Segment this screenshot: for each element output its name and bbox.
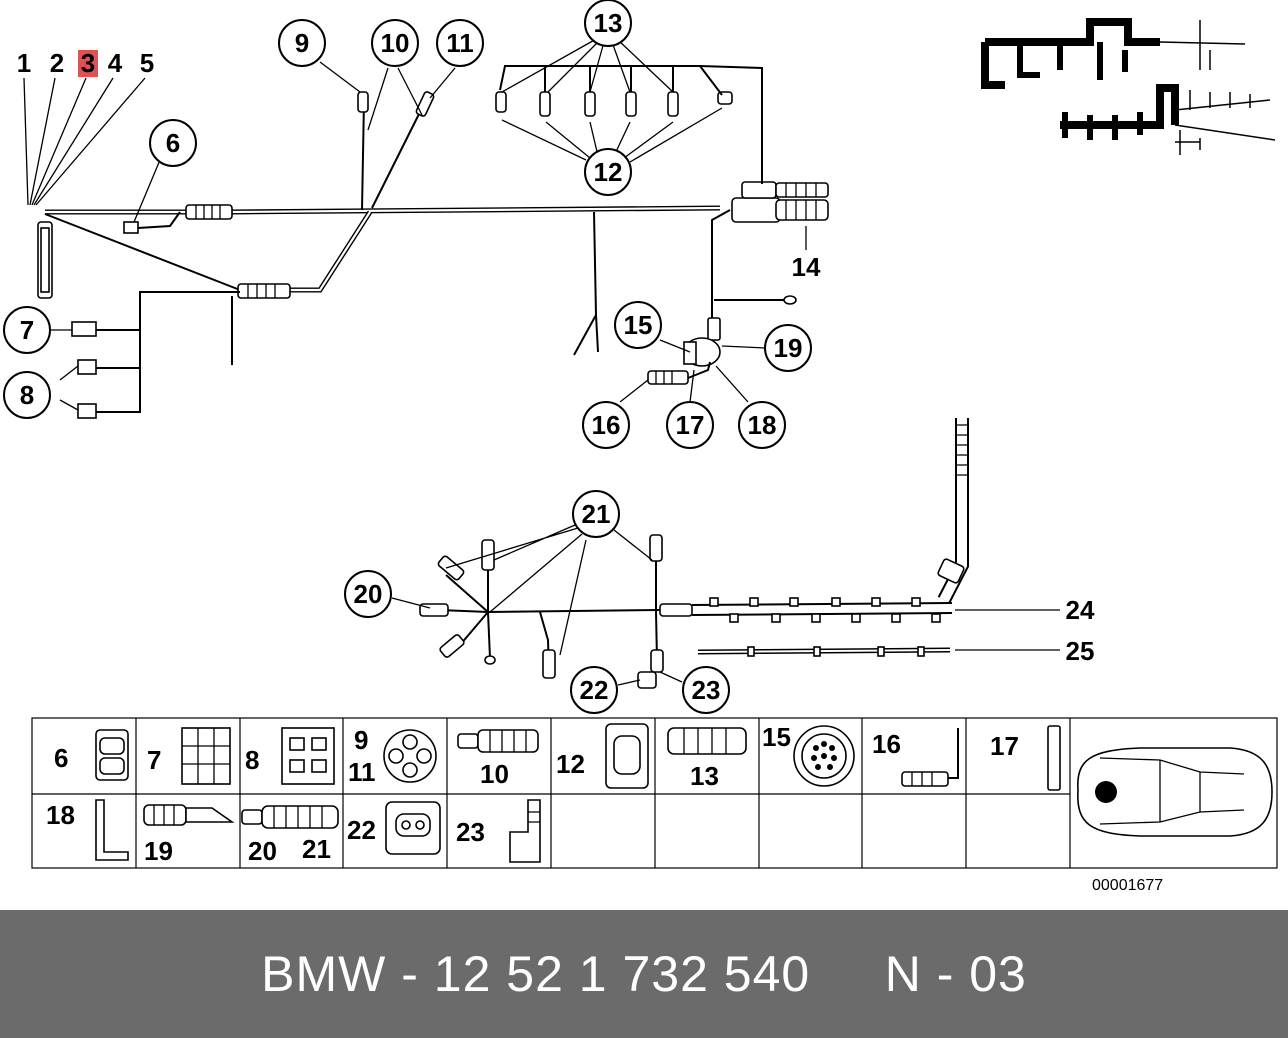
table-cell-15[interactable]: 15 [762, 722, 791, 752]
table-cell-10[interactable]: 10 [480, 759, 509, 789]
svg-text:20: 20 [354, 579, 383, 609]
car-location-icon [1077, 747, 1273, 837]
callout-14[interactable]: 14 [792, 252, 821, 282]
svg-text:23: 23 [692, 675, 721, 705]
callout-7[interactable]: 7 [3, 306, 51, 354]
table-cell-18[interactable]: 18 [46, 800, 75, 830]
part-number-4[interactable]: 4 [108, 48, 123, 78]
table-cell-19[interactable]: 19 [144, 836, 173, 866]
part-icon-13 [667, 727, 747, 755]
svg-text:21: 21 [582, 499, 611, 529]
table-cell-12[interactable]: 12 [556, 749, 585, 779]
table-cell-11[interactable]: 11 [348, 757, 376, 787]
footer-text: BMW - 12 52 1 732 540 N - 03 [261, 946, 1027, 1002]
callout-21[interactable]: 21 [572, 490, 620, 538]
part-icon-6 [95, 729, 129, 781]
svg-text:7: 7 [20, 315, 34, 345]
svg-text:8: 8 [20, 380, 34, 410]
table-cell-20[interactable]: 20 [248, 836, 277, 866]
part-icon-18 [95, 799, 129, 861]
callout-13[interactable]: 13 [584, 0, 632, 47]
table-cell-8[interactable]: 8 [245, 745, 259, 775]
part-number-footer: BMW - 12 52 1 732 540 N - 03 [0, 910, 1288, 1038]
part-icon-7 [181, 727, 231, 785]
main-harness [37, 65, 829, 419]
svg-text:17: 17 [676, 410, 705, 440]
callout-19[interactable]: 19 [764, 324, 812, 372]
table-cell-13[interactable]: 13 [690, 761, 719, 791]
svg-text:9: 9 [295, 28, 309, 58]
harness-overview-thumbnail [981, 18, 1276, 155]
callout-22[interactable]: 22 [570, 666, 618, 714]
part-icon-22 [385, 801, 441, 855]
svg-text:18: 18 [748, 410, 777, 440]
callout-24[interactable]: 24 [1066, 595, 1095, 625]
part-icon-17 [1047, 725, 1061, 791]
footer-brand: BMW [261, 946, 387, 1002]
document-number: 00001677 [1092, 877, 1163, 894]
callout-15[interactable]: 15 [614, 301, 662, 349]
part-icon-23 [509, 799, 541, 863]
part-icon-20-21 [241, 805, 339, 829]
svg-text:10: 10 [381, 28, 410, 58]
callout-17[interactable]: 17 [666, 401, 714, 449]
table-cell-22[interactable]: 22 [347, 815, 376, 845]
callout-11[interactable]: 11 [436, 19, 484, 67]
svg-text:15: 15 [624, 310, 653, 340]
table-cell-7[interactable]: 7 [147, 745, 161, 775]
svg-text:12: 12 [594, 157, 623, 187]
svg-text:11: 11 [446, 28, 474, 58]
table-cell-16[interactable]: 16 [872, 729, 901, 759]
part-icon-10 [457, 729, 539, 753]
lower-leaders [391, 524, 1060, 686]
part-icon-16 [901, 728, 959, 787]
callout-25[interactable]: 25 [1066, 636, 1095, 666]
svg-text:19: 19 [774, 333, 803, 363]
highlight-box [78, 50, 98, 77]
table-cell-17[interactable]: 17 [990, 731, 1019, 761]
parts-table: 6 7 8 9 11 10 12 13 15 16 17 18 19 20 21… [31, 717, 1278, 869]
part-number-3-highlighted[interactable]: 3 [81, 48, 95, 78]
table-cell-23[interactable]: 23 [456, 817, 485, 847]
svg-text:13: 13 [594, 8, 623, 38]
table-cell-9[interactable]: 9 [354, 725, 368, 755]
footer-code: N - 03 [884, 946, 1027, 1002]
callout-23[interactable]: 23 [682, 666, 730, 714]
svg-text:16: 16 [592, 410, 621, 440]
part-icon-15 [793, 725, 855, 787]
callout-8[interactable]: 8 [3, 371, 51, 419]
top-numbers: 1 2 3 4 5 [17, 48, 154, 206]
callout-18[interactable]: 18 [738, 401, 786, 449]
lower-harness [419, 418, 969, 689]
footer-part-number: 12 52 1 732 540 [433, 946, 811, 1002]
callouts: 6 7 8 9 10 11 13 12 14 15 19 16 17 18 21… [3, 0, 1095, 714]
part-icon-8 [281, 727, 335, 785]
table-cell-6[interactable]: 6 [54, 743, 68, 773]
main-leaders [44, 37, 807, 411]
table-cell-21[interactable]: 21 [302, 834, 331, 864]
part-number-1[interactable]: 1 [17, 48, 31, 78]
part-icon-19 [143, 804, 235, 826]
callout-9[interactable]: 9 [278, 19, 326, 67]
svg-text:22: 22 [580, 675, 609, 705]
svg-text:6: 6 [166, 128, 180, 158]
callout-10[interactable]: 10 [371, 19, 419, 67]
callout-20[interactable]: 20 [344, 570, 392, 618]
callout-16[interactable]: 16 [582, 401, 630, 449]
wiring-harness-diagram: 1 2 3 4 5 [3, 0, 1278, 894]
part-icon-12 [605, 723, 649, 789]
part-icon-9-11 [383, 729, 437, 783]
part-number-5[interactable]: 5 [140, 48, 154, 78]
callout-12[interactable]: 12 [584, 148, 632, 196]
callout-6[interactable]: 6 [149, 119, 197, 167]
part-number-2[interactable]: 2 [50, 48, 64, 78]
